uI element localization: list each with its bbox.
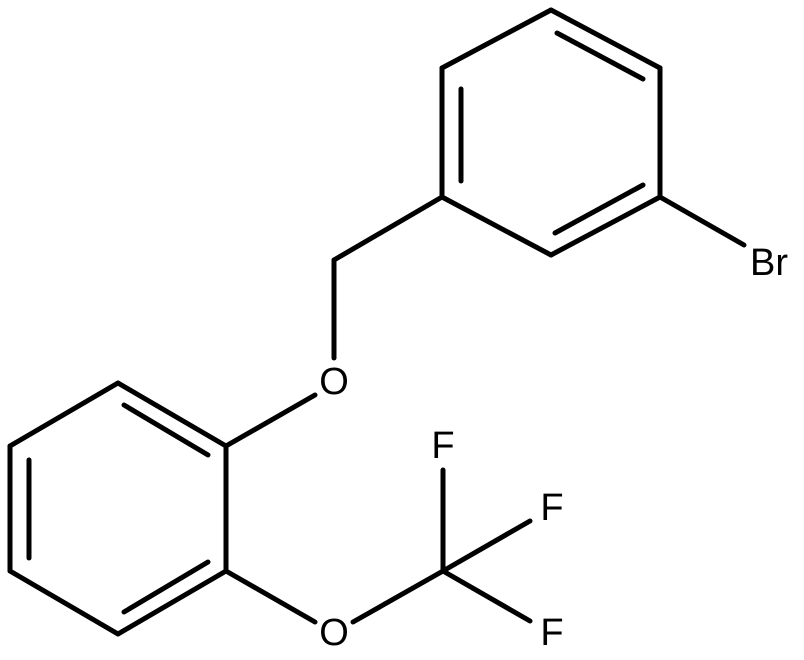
- bond-c-f3: [440, 568, 533, 624]
- bond-ring2-b: [7, 380, 121, 449]
- bond-ring1-double-2: [554, 30, 646, 82]
- bond-o-ring2: [223, 392, 318, 449]
- bond-ring2-double-1: [121, 402, 211, 458]
- bond-ring2-d: [7, 568, 121, 637]
- bromophenyl-ring: [439, 7, 663, 258]
- atom-o-ocf3-label: O: [319, 612, 349, 654]
- bond-c-br: [657, 194, 747, 248]
- bond-ring-ch2: [331, 194, 445, 263]
- atom-f3-label: F: [540, 612, 563, 654]
- bond-o-cf3: [350, 568, 446, 625]
- bond-ring1-b: [548, 7, 663, 71]
- trifluoromethoxyphenyl-ring: [7, 380, 229, 637]
- atom-br-label: Br: [750, 242, 788, 284]
- bond-ring2-o: [223, 568, 318, 625]
- bond-c-f2: [440, 518, 533, 574]
- bond-ring1-e: [439, 194, 554, 258]
- bond-ring1-a: [439, 7, 554, 71]
- bond-ring2-a: [115, 380, 229, 449]
- bond-ring2-e: [115, 568, 229, 637]
- bond-ring2-double-3: [121, 559, 211, 615]
- atom-o-ether-label: O: [319, 361, 349, 403]
- bond-ring1-double-3: [552, 182, 646, 236]
- atom-f2-label: F: [540, 487, 563, 529]
- bond-ring1-d: [548, 194, 663, 258]
- atom-f1-label: F: [431, 425, 454, 467]
